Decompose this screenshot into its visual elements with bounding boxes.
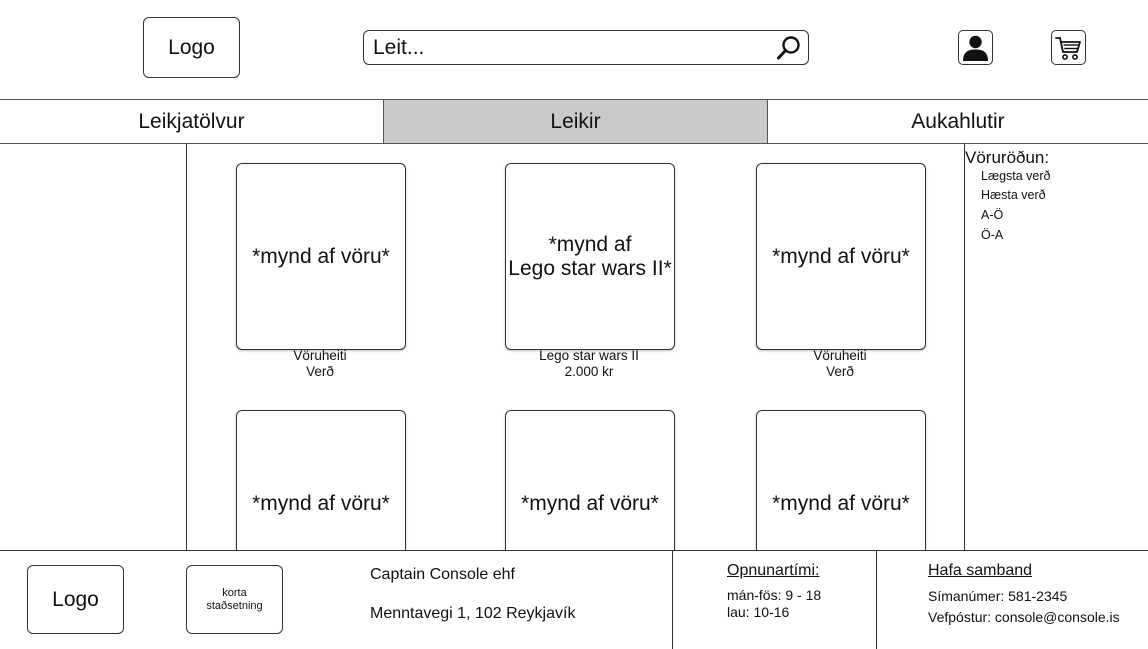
- product-caption: Vöruheiti Verð: [220, 348, 420, 380]
- contact-email[interactable]: Vefpóstur: console@console.is: [928, 609, 1120, 625]
- user-icon: [963, 35, 988, 61]
- product-price: Verð: [306, 364, 334, 379]
- account-button[interactable]: [958, 30, 993, 65]
- tab-leikjatolvur[interactable]: Leikjatölvur: [0, 100, 383, 143]
- tab-label: Leikjatölvur: [138, 109, 245, 133]
- product-image[interactable]: *mynd af vöru*: [756, 163, 926, 350]
- footer: Logo korta staðsetning Captain Console e…: [0, 550, 1148, 649]
- tab-label: Leikir: [550, 109, 601, 133]
- product-price: 2.000 kr: [564, 364, 614, 379]
- footer-logo-text: Logo: [52, 587, 99, 611]
- header-logo-text: Logo: [168, 35, 215, 59]
- product-name[interactable]: Vöruheiti: [813, 348, 867, 363]
- product-caption: Lego star wars II 2.000 kr: [489, 348, 689, 380]
- product-name[interactable]: Lego star wars II: [539, 348, 639, 363]
- tab-aukahlutir[interactable]: Aukahlutir: [768, 100, 1148, 143]
- sort-option-z-a[interactable]: Ö-A: [981, 228, 1004, 242]
- opening-hours-title: Opnunartími:: [727, 562, 820, 579]
- product-caption: Vöruheiti Verð: [740, 348, 940, 380]
- tab-leikir[interactable]: Leikir: [383, 100, 768, 143]
- product-image-text: *mynd af vöru*: [521, 491, 659, 515]
- sort-option-lowest-price[interactable]: Lægsta verð: [981, 169, 1051, 183]
- cart-icon: [1055, 37, 1081, 60]
- search-input[interactable]: [364, 31, 773, 64]
- product-image-text: *mynd af vöru*: [772, 491, 910, 515]
- footer-logo[interactable]: Logo: [27, 565, 124, 634]
- product-image-text: *mynd af Lego star wars II*: [508, 232, 672, 280]
- search-bar: [363, 30, 809, 65]
- hours-saturday: lau: 10-16: [727, 604, 790, 620]
- sort-title: Vöruröðun:: [965, 148, 1050, 167]
- product-price: Verð: [826, 364, 854, 379]
- company-address: Menntavegi 1, 102 Reykjavík: [370, 605, 576, 622]
- contact-phone: Símanúmer: 581-2345: [928, 588, 1068, 604]
- map-location-label: korta staðsetning: [206, 586, 263, 612]
- tab-label: Aukahlutir: [911, 109, 1005, 133]
- product-image-text: *mynd af vöru*: [252, 244, 390, 268]
- product-name[interactable]: Vöruheiti: [293, 348, 347, 363]
- hours-weekdays: mán-fös: 9 - 18: [727, 587, 822, 603]
- product-image[interactable]: *mynd af vöru*: [505, 410, 675, 551]
- sort-option-a-z[interactable]: A-Ö: [981, 208, 1004, 222]
- footer-divider: [672, 551, 673, 649]
- product-image[interactable]: *mynd af Lego star wars II*: [505, 163, 675, 350]
- contact-title[interactable]: Hafa samband: [928, 562, 1033, 579]
- map-location-button[interactable]: korta staðsetning: [186, 565, 283, 634]
- sort-option-highest-price[interactable]: Hæsta verð: [981, 188, 1046, 202]
- product-image[interactable]: *mynd af vöru*: [236, 410, 406, 551]
- product-image-text: *mynd af vöru*: [772, 244, 910, 268]
- product-grid: *mynd af vöru* Vöruheiti Verð *mynd af L…: [186, 143, 965, 551]
- header-logo[interactable]: Logo: [143, 17, 240, 78]
- product-image[interactable]: *mynd af vöru*: [236, 163, 406, 350]
- cart-button[interactable]: [1051, 30, 1086, 65]
- product-image-text: *mynd af vöru*: [252, 491, 390, 515]
- category-nav: Leikjatölvur Leikir Aukahlutir: [0, 99, 1148, 144]
- search-icon[interactable]: [776, 35, 802, 61]
- footer-divider: [876, 551, 877, 649]
- product-image[interactable]: *mynd af vöru*: [756, 410, 926, 551]
- company-name: Captain Console ehf: [370, 566, 515, 583]
